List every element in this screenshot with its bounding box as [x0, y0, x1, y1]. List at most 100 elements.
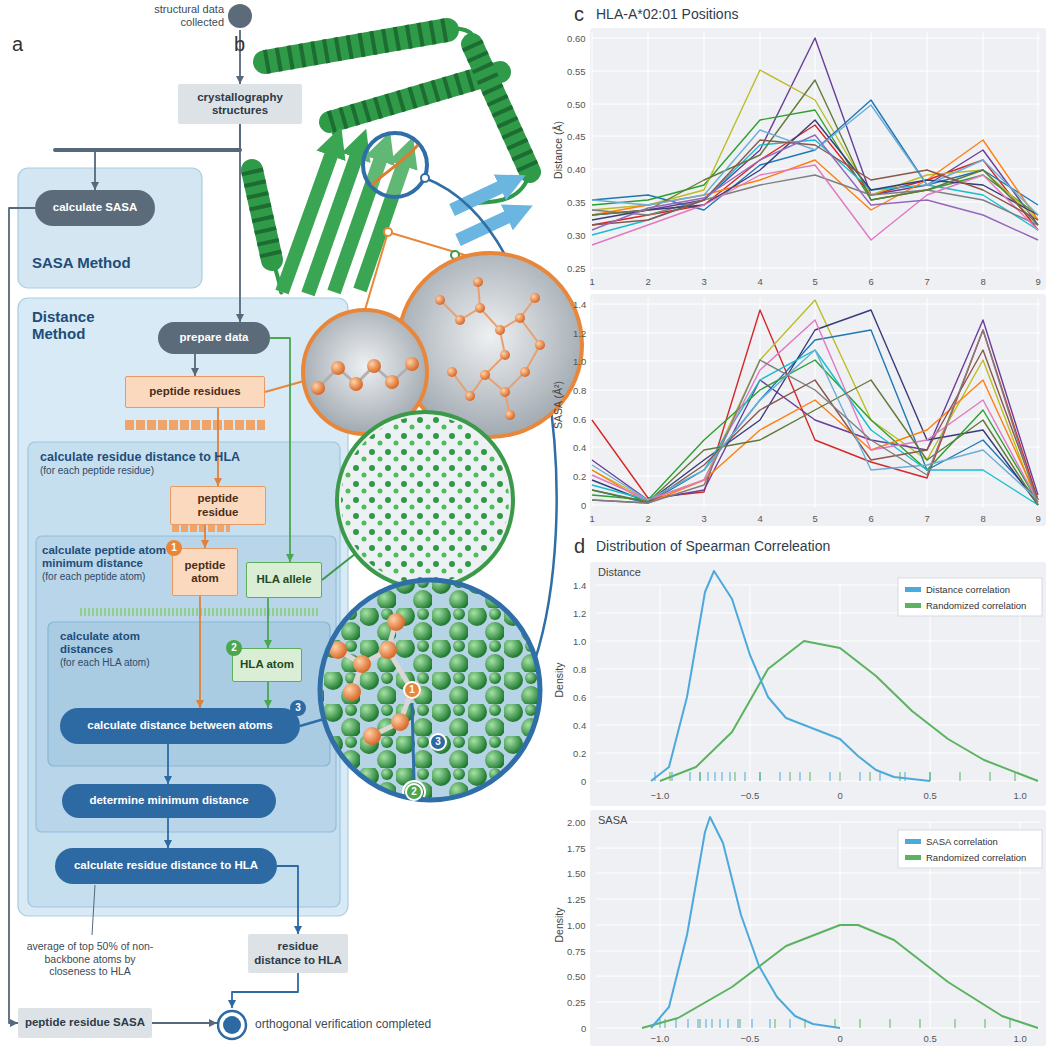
connector-arrow	[199, 596, 201, 708]
tick-label: 0.35	[567, 197, 586, 208]
line-series	[592, 105, 1038, 215]
tick-label: 5	[813, 513, 818, 524]
tick-label: 1.0	[573, 636, 586, 647]
connector-arrow	[194, 354, 196, 376]
tick-label: −0.5	[741, 1033, 760, 1044]
protein-ribbon	[252, 170, 272, 260]
zoom-residues	[465, 391, 475, 401]
line-series	[592, 360, 1038, 502]
zoom-peptide	[367, 359, 381, 373]
legend-text: Randomized correlation	[926, 852, 1026, 863]
tick-label: 3	[702, 276, 707, 287]
loop-panel: calculate peptide atom minimum distance(…	[36, 536, 336, 832]
tick-label: 0.40	[567, 164, 586, 175]
tick-label: 0	[581, 1023, 586, 1034]
connector-arrow	[9, 208, 35, 1023]
process-pill: calculate distance between atoms	[60, 708, 300, 744]
tick-label: 8	[981, 276, 986, 287]
start-symbol	[226, 2, 254, 30]
density-chart-distance	[898, 578, 1042, 616]
zoom-residues	[440, 282, 540, 415]
zoom-residues	[435, 277, 545, 420]
tick-label: 0.50	[567, 971, 586, 982]
data-box: peptide atom	[172, 548, 238, 596]
data-box: peptide residue	[170, 486, 266, 525]
zoom-atom-distance	[412, 703, 414, 780]
callout-number: 3	[429, 733, 447, 751]
density-chart-sasa	[590, 810, 1046, 1046]
protein-ribbon	[472, 44, 530, 172]
tick-label: 0	[581, 500, 586, 511]
legend-swatch	[905, 855, 921, 860]
protein-ribbon	[472, 44, 530, 172]
box-label: peptide residue SASA	[25, 1016, 145, 1029]
zoom-hla-atoms	[341, 416, 509, 584]
box-text: determine minimum distance	[89, 794, 248, 807]
zoom-residues	[480, 370, 490, 380]
line-series	[592, 350, 1038, 503]
line-series	[592, 330, 1038, 505]
zoom-atom-distance	[320, 580, 540, 803]
connector-arrow	[217, 408, 219, 486]
end-symbol	[223, 1016, 241, 1034]
panel-background	[18, 298, 348, 916]
box-text: residue distance to HLA	[254, 940, 342, 966]
panel-letter: b	[234, 34, 245, 54]
tick-label: −1.0	[651, 1033, 670, 1044]
zoom-atom-distance	[353, 655, 371, 673]
zoom-residues	[505, 410, 515, 420]
density-chart-distance	[590, 562, 1046, 806]
zoom-atom-distance	[363, 727, 381, 745]
callout-number: 2	[226, 640, 242, 656]
legend-text: Randomized correlation	[926, 600, 1026, 611]
connector-arrow	[95, 124, 240, 190]
tick-label: 0.6	[573, 414, 586, 425]
data-box: peptide residues	[125, 376, 265, 408]
panel-heading: SASA Method	[32, 254, 192, 271]
data-box: HLA allele	[246, 562, 322, 598]
zoom-hla-atoms	[337, 412, 513, 588]
tick-label: 2	[646, 276, 651, 287]
tick-label: 1	[590, 276, 595, 287]
protein-ribbon	[363, 133, 427, 197]
density-chart-distance	[660, 641, 1038, 781]
process-pill: calculate residue distance to HLA	[55, 848, 277, 884]
legend-row: Distance correlation	[905, 584, 1010, 595]
output-box: residue distance to HLA	[248, 934, 348, 973]
panel-title: SASA Method	[32, 254, 192, 271]
flow-decoration	[125, 420, 265, 430]
flow-decoration	[92, 885, 95, 935]
connector-arrow	[267, 598, 269, 648]
tick-label: 0.5	[924, 1033, 937, 1044]
box-label: HLA allele	[256, 573, 311, 586]
method-panel: Distance Methodprepare datapeptide resid…	[18, 298, 348, 916]
tick-label: 5	[813, 276, 818, 287]
protein-ribbon	[372, 145, 418, 185]
panel-letter: d	[574, 536, 585, 556]
line-series	[592, 175, 1038, 225]
zoom-residues	[455, 315, 465, 325]
tick-label: 1.75	[567, 843, 586, 854]
tick-label: 6	[869, 276, 874, 287]
line-series	[592, 380, 1038, 505]
protein-ribbon	[252, 30, 530, 260]
line-series	[592, 350, 1038, 505]
legend-row: SASA correlation	[905, 836, 998, 847]
axis-title: SASA (Å²)	[552, 381, 564, 429]
panel-title: calculate atom distances	[60, 630, 180, 656]
line-series	[592, 330, 1038, 503]
tick-label: 1.0	[1014, 1033, 1027, 1044]
zoom-residues	[435, 295, 445, 305]
axis-title: Density	[552, 662, 564, 697]
tick-label: 1.50	[567, 868, 586, 879]
zoom-residues	[475, 303, 485, 313]
tick-label: 2.00	[567, 817, 586, 828]
box-text: peptide atom	[179, 559, 231, 585]
zoom-atom-distance	[322, 582, 538, 798]
loop-panel: calculate residue distance to HLA(for ea…	[28, 442, 340, 907]
zoom-residues	[500, 350, 510, 360]
zoom-residues	[530, 293, 540, 303]
line-series	[592, 320, 1038, 502]
box-label: calculate SASA	[53, 201, 137, 214]
density-chart-distance	[655, 772, 930, 781]
